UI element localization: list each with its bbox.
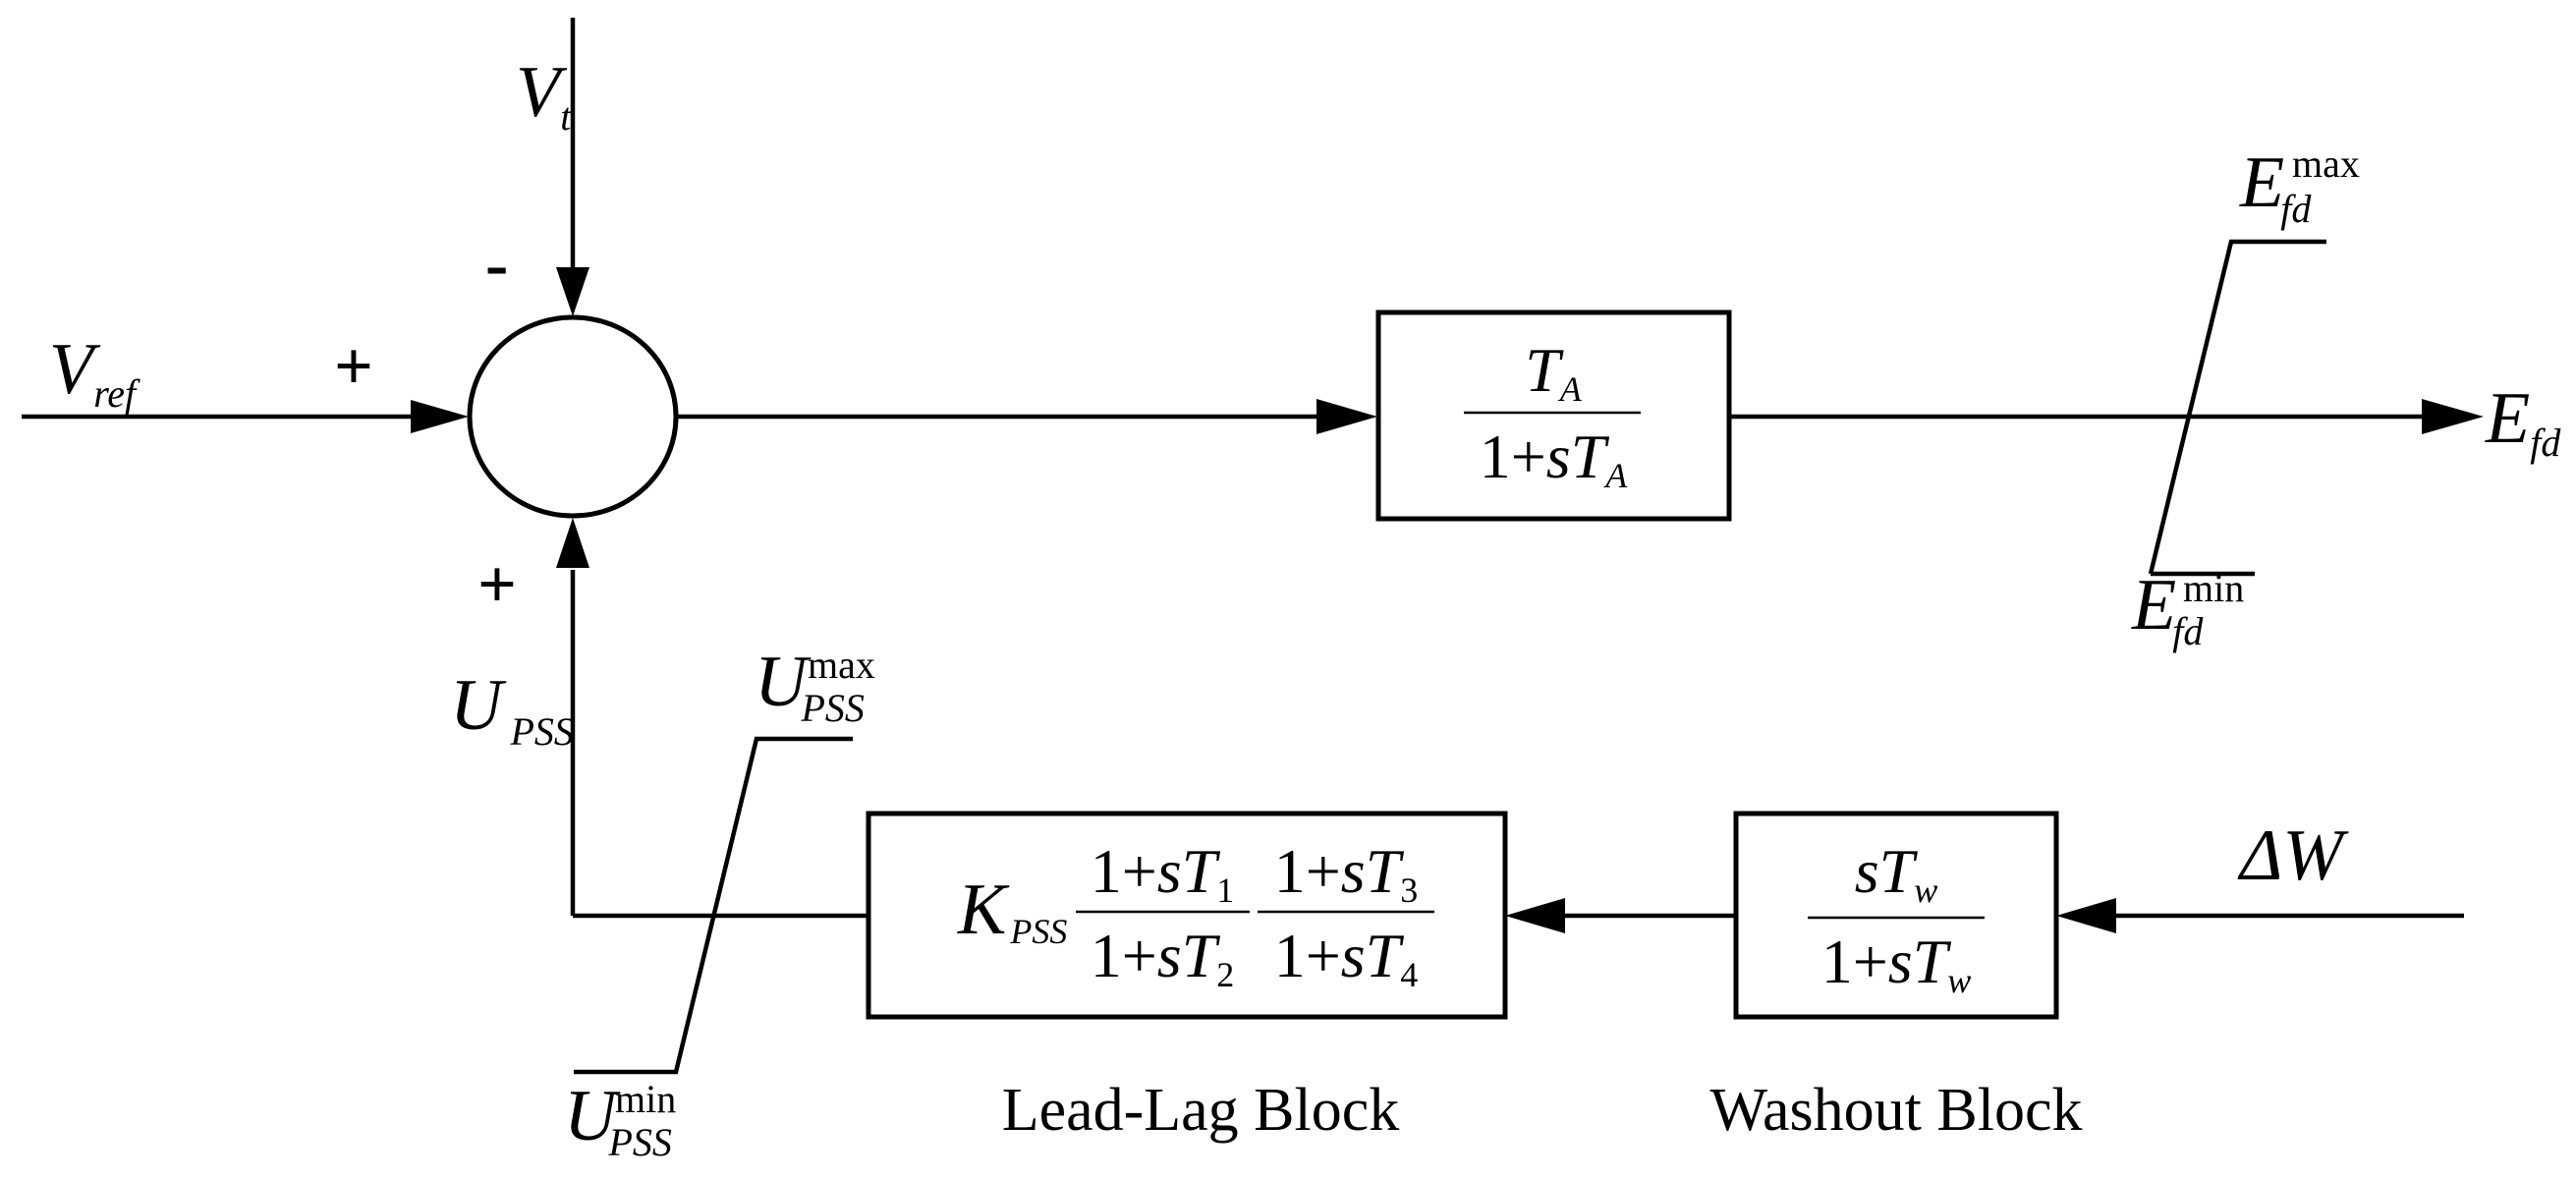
efd-min-label: Efd	[2131, 565, 2204, 653]
exciter-denominator: 1+sTA	[1480, 421, 1629, 495]
vref-arrow-head	[411, 400, 469, 433]
upss-min-label: UPSS	[564, 1076, 672, 1164]
exciter-numerator: TA	[1525, 335, 1583, 409]
lead-lag-frac1-numerator: 1+sT1	[1091, 836, 1235, 910]
upss-max-label: UPSS	[755, 642, 865, 730]
efd-limiter	[2148, 239, 2326, 575]
vt-arrow-head	[556, 267, 589, 316]
plus-sign-left: +	[334, 329, 373, 405]
upss-limiter	[574, 736, 853, 1075]
exciter-input-arrow-head	[1316, 399, 1377, 434]
lead-lag-input-arrow-head	[1505, 898, 1565, 933]
lead-lag-frac1-denominator: 1+sT2	[1091, 921, 1235, 994]
efd-min-superscript: min	[2183, 566, 2244, 610]
efd-max-superscript: max	[2292, 141, 2360, 186]
plus-sign-bottom: +	[477, 547, 517, 623]
efd-arrow-head	[2422, 399, 2484, 434]
lead-lag-caption: Lead-Lag Block	[1002, 1077, 1400, 1144]
washout-input-arrow-head	[2056, 898, 2116, 933]
minus-sign: -	[485, 227, 508, 303]
lead-lag-block	[866, 811, 1508, 1020]
upss-max-superscript: max	[808, 643, 875, 687]
washout-block	[1733, 811, 2059, 1020]
exciter-block	[1375, 309, 1732, 522]
summing-junction	[467, 314, 679, 519]
washout-caption: Washout Block	[1709, 1077, 2082, 1144]
vref-label: Vref	[49, 329, 140, 416]
upss-min-superscript: min	[615, 1077, 676, 1121]
vt-label: Vt	[516, 52, 572, 139]
delta-w-label: ΔW	[2237, 815, 2349, 896]
lead-lag-frac2-denominator: 1+sT4	[1274, 921, 1419, 994]
washout-numerator: sTw	[1855, 836, 1938, 910]
upss-arrow-head	[556, 518, 589, 568]
lead-lag-frac2-numerator: 1+sT3	[1274, 836, 1419, 910]
efd-label: Efd	[2485, 378, 2561, 465]
efd-max-label: Efd	[2239, 142, 2312, 231]
washout-denominator: 1+sTw	[1821, 927, 1972, 1000]
